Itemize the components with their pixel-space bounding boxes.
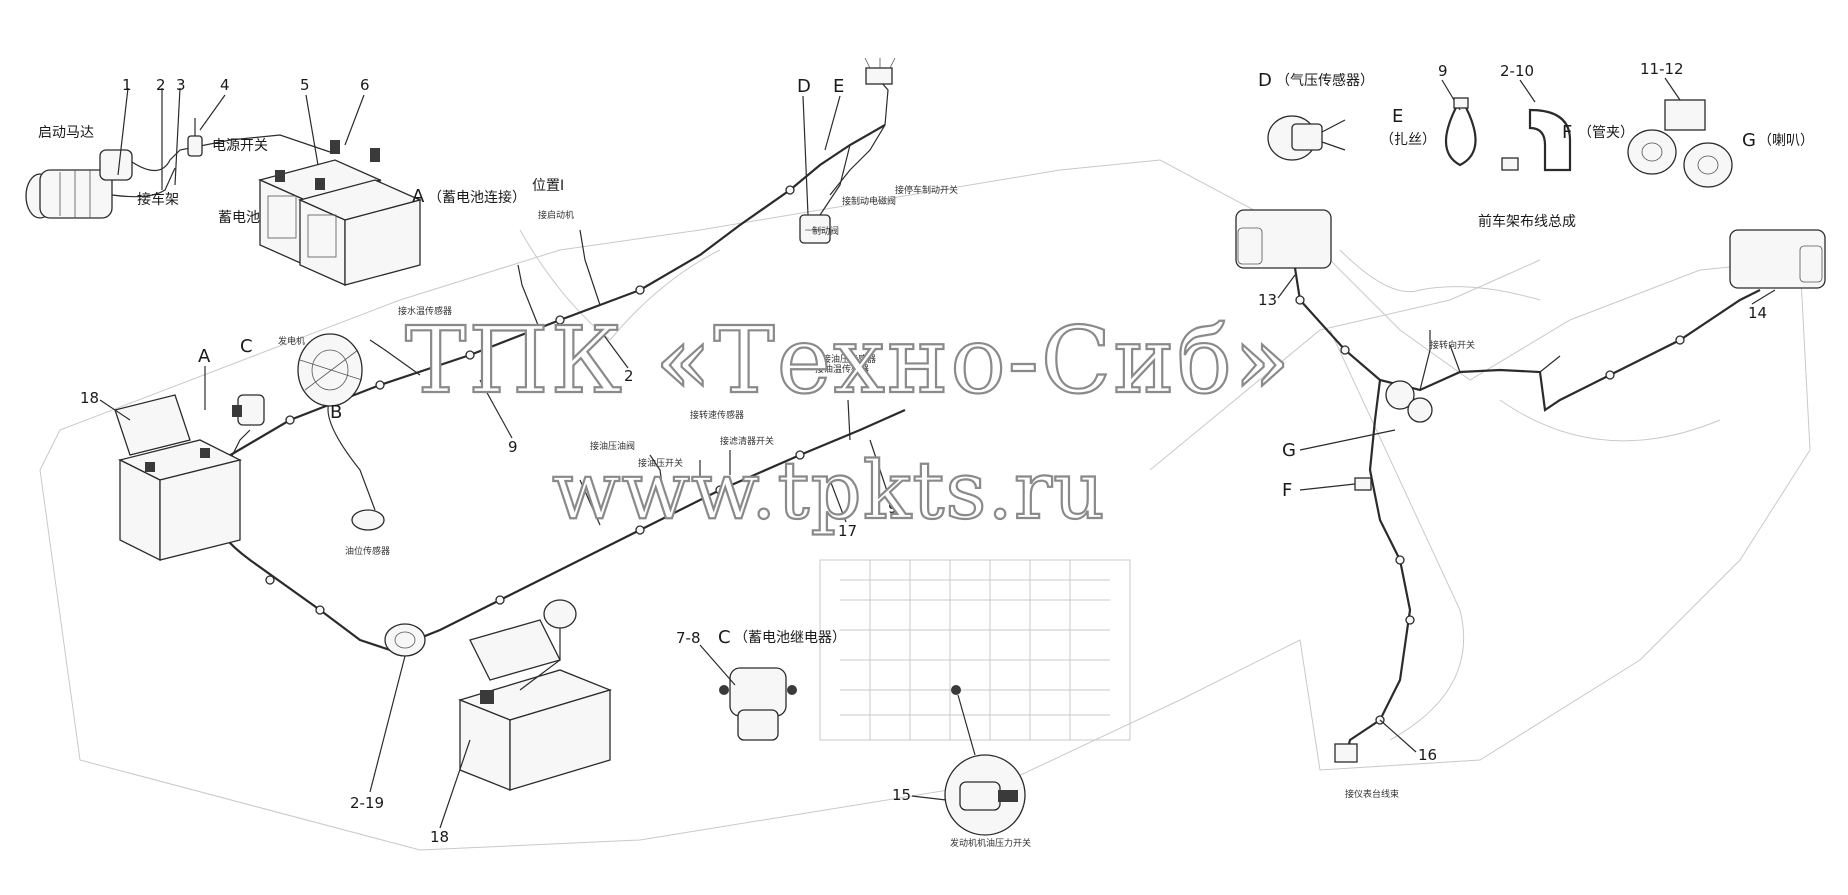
callout-17: 17 xyxy=(838,522,857,540)
steering-switch-label: 接转向开关 xyxy=(1430,339,1475,351)
callout-9-left: 9 xyxy=(508,438,518,456)
callout-7-8: 7-8 xyxy=(676,629,701,647)
callout-16: 16 xyxy=(1418,746,1437,764)
brake-valve-label: 制动阀 xyxy=(812,225,839,237)
callout-9-tie: 9 xyxy=(1438,62,1448,80)
trans-temp-sensor-label: 接油温传感器 xyxy=(815,363,869,375)
speed-sensor-label: 接转速传感器 xyxy=(690,409,744,421)
callout-3: 3 xyxy=(176,76,186,94)
water-temp-sensor-label: 接水温传感器 xyxy=(398,305,452,317)
pipe-clamp-label: （管夹） xyxy=(1578,125,1634,141)
park-brake-switch-label: 接停车制动开关 xyxy=(895,184,958,196)
battery-pair xyxy=(258,140,422,287)
detail-letter-c: C xyxy=(718,627,731,648)
battery-icon xyxy=(298,179,422,287)
power-switch-icon xyxy=(187,118,203,157)
callout-5: 5 xyxy=(300,76,310,94)
air-pressure-sensor-icon xyxy=(1267,115,1346,161)
detail-letter-g-title: G xyxy=(1742,130,1756,151)
callout-2-10: 2-10 xyxy=(1500,62,1534,80)
detail-letter-e-title: E xyxy=(1392,106,1403,127)
detail-letter-f: F xyxy=(1282,480,1292,501)
harness-top-connector-icon xyxy=(864,57,896,85)
dashboard-harness-label: 接仪表台线束 xyxy=(1345,788,1399,800)
air-pressure-sensor-label: （气压传感器） xyxy=(1276,72,1374,89)
watermark: ТПК «Техно-Сиб» www.tpkts.ru xyxy=(404,306,1292,538)
callout-14: 14 xyxy=(1748,304,1767,322)
front-frame-harness-label: 前车架布线总成 xyxy=(1478,213,1576,230)
cable-tie-detail: E （扎丝） 9 xyxy=(1380,62,1477,167)
callout-4: 4 xyxy=(220,76,230,94)
horn-icon xyxy=(1627,99,1733,188)
battery-label: 蓄电池 xyxy=(218,210,260,226)
starter-motor-icon xyxy=(25,149,133,219)
detail-letter-a-top: A xyxy=(412,186,425,207)
left-lamp-icon xyxy=(1235,209,1332,269)
filter-switch-label: 接滤清器开关 xyxy=(720,435,774,447)
callout-1: 1 xyxy=(122,76,132,94)
pipe-clamp-icon xyxy=(1501,108,1572,172)
engine-oil-pressure-switch-detail: 15 发动机机油压力开关 xyxy=(892,685,1031,849)
battery-connection-label: （蓄电池连接） xyxy=(428,189,526,206)
callout-11-12: 11-12 xyxy=(1640,60,1684,78)
detail-letter-e: E xyxy=(833,76,844,97)
horn-label: （喇叭） xyxy=(1758,133,1814,149)
harness-clips xyxy=(265,185,805,615)
detail-letter-d: D xyxy=(797,76,811,97)
engine-oil-pressure-switch-label: 发动机机油压力开关 xyxy=(950,837,1031,849)
brake-valve-icon xyxy=(799,214,831,244)
callout-2-main: 2 xyxy=(624,367,634,385)
alternator-icon xyxy=(297,333,363,407)
horn-mounted-icon xyxy=(1385,380,1433,423)
detail-letter-a-left: A xyxy=(198,346,211,367)
battery-left-icon xyxy=(114,394,242,562)
detail-letter-d-title: D xyxy=(1258,70,1272,91)
oil-level-sensor-label: 油位传感器 xyxy=(345,545,390,557)
park-brake-valve-label: 接制动电磁阀 xyxy=(842,195,896,207)
detail-letter-f-title: F xyxy=(1562,122,1572,143)
callout-2: 2 xyxy=(156,76,166,94)
battery-bottom-icon xyxy=(458,599,612,791)
frame-ground-label: 接车架 xyxy=(137,191,179,208)
oil-level-sensor-icon xyxy=(351,509,385,531)
battery-relay-detail: 7-8 C （蓄电池继电器） xyxy=(676,627,846,741)
detail-letter-b: B xyxy=(330,402,342,423)
detail-letter-g: G xyxy=(1282,440,1296,461)
callout-9-right: 9 xyxy=(888,499,898,517)
pipe-clamp-mounted-icon xyxy=(1354,477,1372,491)
detail-letter-c-left: C xyxy=(240,336,253,357)
alternator-label: 发电机 xyxy=(278,335,305,347)
cable-tie-icon xyxy=(1444,97,1477,167)
starter-motor-assembly xyxy=(25,118,331,219)
callout-leaders-top-left xyxy=(117,87,365,190)
dashboard-connector-icon xyxy=(1334,743,1358,763)
callout-18-bottom: 18 xyxy=(430,828,449,846)
battery-relay-icon xyxy=(719,667,797,741)
trans-pressure-sensor-label: 接油压传感器 xyxy=(822,353,876,365)
relay-2-19-icon xyxy=(384,623,426,657)
callout-6: 6 xyxy=(360,76,370,94)
pressure-switch-icon xyxy=(944,754,1026,836)
front-frame-harness: 前车架布线总成 接转向开关 接仪表台线束 13 14 xyxy=(1235,209,1826,800)
starter-motor-label: 启动马达 xyxy=(38,125,94,141)
pressure-switch-label: 接油压开关 xyxy=(638,457,683,469)
callout-15: 15 xyxy=(892,786,911,804)
right-lamp-icon xyxy=(1729,229,1826,289)
watermark-company: ТПК «Техно-Сиб» xyxy=(405,307,1292,414)
watermark-url: www.tpkts.ru xyxy=(552,444,1106,537)
oil-pressure-valve-label: 接油压油阀 xyxy=(590,440,635,452)
battery-relay-title: （蓄电池继电器） xyxy=(734,630,846,646)
callout-2-19: 2-19 xyxy=(350,794,384,812)
air-pressure-sensor-detail: D （气压传感器） xyxy=(1258,70,1374,161)
cable-tie-label: （扎丝） xyxy=(1380,132,1436,148)
battery-relay-small-icon xyxy=(232,394,265,426)
position-1-label: 位置Ⅰ xyxy=(532,178,564,194)
power-switch-label: 电源开关 xyxy=(212,138,268,154)
to-starter-label: 接启动机 xyxy=(538,209,574,221)
callout-13: 13 xyxy=(1258,291,1277,309)
callout-18-left: 18 xyxy=(80,389,99,407)
horn-detail: 11-12 G （喇叭） xyxy=(1627,60,1814,188)
pipe-clamp-detail: 2-10 F （管夹） xyxy=(1500,62,1634,172)
